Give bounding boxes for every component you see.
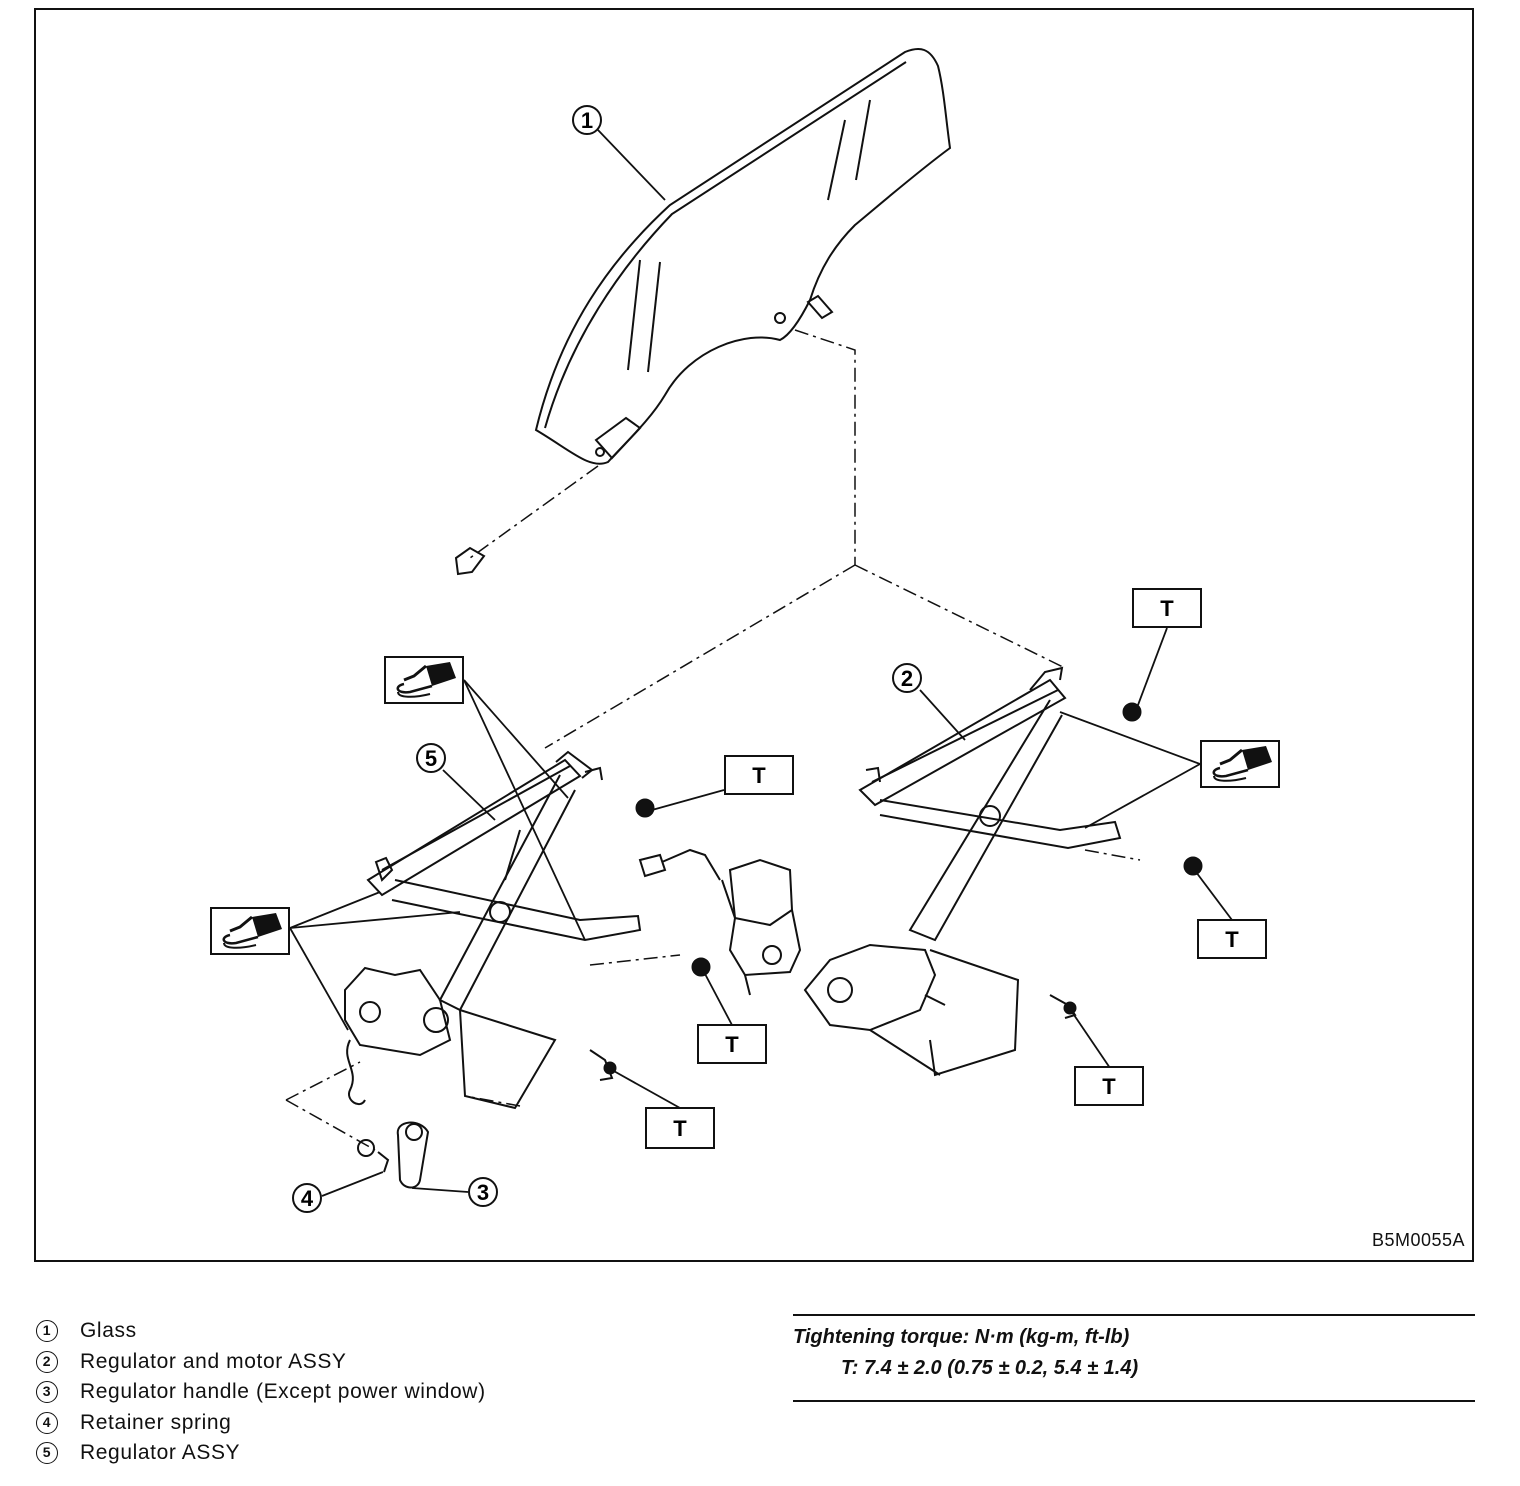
torque-box-6: T xyxy=(645,1107,715,1149)
regulator-assy-left xyxy=(344,750,642,1110)
svg-text:T: T xyxy=(752,763,766,788)
diagram-frame xyxy=(34,8,1474,1262)
legend-label: Regulator ASSY xyxy=(80,1441,241,1465)
svg-text:5: 5 xyxy=(425,746,437,771)
legend-item: 1 Glass xyxy=(36,1316,656,1347)
leader-lines xyxy=(289,129,1233,1197)
regulator-handle xyxy=(396,1121,430,1189)
torque-box-1: T xyxy=(1132,588,1202,628)
svg-text:2: 2 xyxy=(901,666,913,691)
fastener-nuts xyxy=(603,702,1203,1075)
legend-item: 2 Regulator and motor ASSY xyxy=(36,1347,656,1378)
guide-lines xyxy=(285,329,1141,1151)
legend-label: Retainer spring xyxy=(80,1410,232,1434)
torque-box-3: T xyxy=(1197,919,1267,959)
grease-application-icon xyxy=(210,907,290,955)
glass-clip xyxy=(454,546,486,576)
legend-item: 4 Retainer spring xyxy=(36,1408,656,1439)
callout-5: 5 xyxy=(416,743,446,773)
legend-label: Glass xyxy=(80,1319,137,1343)
legend-item: 5 Regulator ASSY xyxy=(36,1438,656,1469)
torque-spec: Tightening torque: N·m (kg-m, ft-lb) T: … xyxy=(793,1314,1475,1402)
legend-number: 1 xyxy=(36,1320,58,1343)
legend-number: 2 xyxy=(36,1350,58,1373)
callout-1: 1 xyxy=(572,105,602,135)
legend-label: Regulator handle (Except power window) xyxy=(80,1380,486,1404)
figure-code: B5M0055A xyxy=(1372,1230,1466,1250)
svg-text:T: T xyxy=(673,1116,687,1141)
legend-number: 5 xyxy=(36,1442,58,1465)
window-glass xyxy=(534,48,952,465)
grease-application-icon xyxy=(384,656,464,704)
legend-label: Regulator and motor ASSY xyxy=(80,1349,347,1373)
callout-3: 3 xyxy=(468,1177,498,1207)
callout-4: 4 xyxy=(292,1183,322,1213)
exploded-view-diagram: 1 2 5 4 3 T T T T T T xyxy=(210,48,1280,1213)
legend-number: 3 xyxy=(36,1381,58,1404)
svg-text:T: T xyxy=(1160,596,1174,621)
parts-legend: 1 Glass 2 Regulator and motor ASSY 3 Reg… xyxy=(36,1316,656,1469)
svg-text:3: 3 xyxy=(477,1180,489,1205)
grease-application-icon xyxy=(1200,740,1280,788)
callout-2: 2 xyxy=(892,663,922,693)
torque-box-4: T xyxy=(697,1024,767,1064)
svg-text:4: 4 xyxy=(301,1186,314,1211)
torque-box-5: T xyxy=(1074,1066,1144,1106)
svg-text:1: 1 xyxy=(581,108,593,133)
svg-text:T: T xyxy=(1102,1074,1116,1099)
torque-box-2: T xyxy=(724,755,794,795)
torque-value: T: 7.4 ± 2.0 (0.75 ± 0.2, 5.4 ± 1.4) xyxy=(841,1357,1139,1379)
torque-heading: Tightening torque: N·m (kg-m, ft-lb) xyxy=(793,1326,1130,1348)
window-motor xyxy=(638,848,802,996)
legend-number: 4 xyxy=(36,1411,58,1434)
svg-text:T: T xyxy=(725,1032,739,1057)
regulator-motor-assy-right xyxy=(803,666,1122,1077)
svg-text:T: T xyxy=(1225,927,1239,952)
retainer-spring xyxy=(357,1139,390,1173)
legend-item: 3 Regulator handle (Except power window) xyxy=(36,1377,656,1408)
